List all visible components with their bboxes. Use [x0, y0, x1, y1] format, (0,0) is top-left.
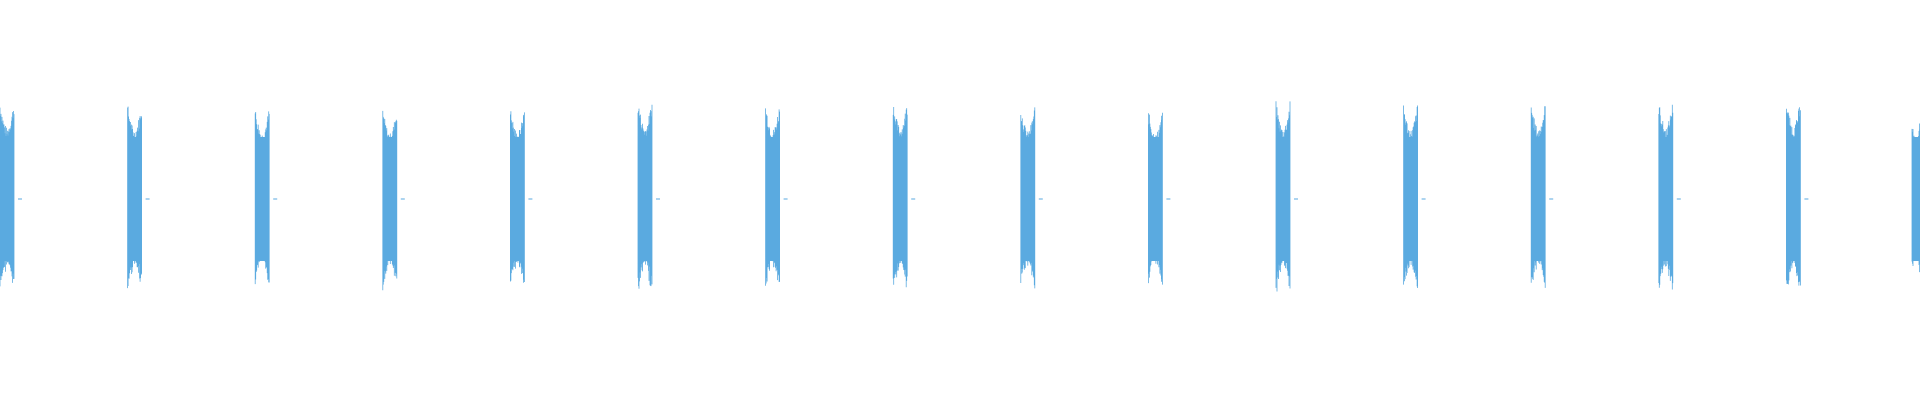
waveform-burst — [0, 107, 22, 287]
waveform-burst — [1786, 107, 1809, 286]
waveform-burst-envelope — [1148, 112, 1163, 285]
waveform-bursts — [0, 101, 1920, 292]
waveform-burst — [254, 111, 278, 285]
waveform-burst-envelope — [1403, 105, 1418, 288]
waveform-burst — [1658, 104, 1681, 290]
waveform-burst-envelope — [382, 110, 398, 291]
waveform-burst — [892, 107, 916, 288]
waveform-burst-envelope — [0, 107, 15, 287]
waveform-burst-envelope — [1911, 123, 1920, 273]
waveform-burst-envelope — [1020, 107, 1036, 289]
waveform-burst-envelope — [510, 111, 525, 283]
waveform-burst — [382, 110, 405, 291]
waveform-burst — [765, 108, 788, 286]
waveform-burst-envelope — [254, 111, 270, 285]
waveform-burst-envelope — [765, 108, 780, 286]
waveform-burst-envelope — [892, 107, 908, 288]
waveform-burst-envelope — [1658, 104, 1674, 290]
waveform-burst — [1403, 105, 1426, 288]
waveform-burst-envelope — [1530, 106, 1546, 288]
waveform-burst — [127, 106, 150, 289]
waveform-burst — [510, 111, 533, 283]
waveform-burst — [1020, 107, 1043, 289]
waveform-burst-envelope — [637, 104, 653, 289]
waveform-burst — [1148, 112, 1171, 285]
waveform-burst-envelope — [127, 106, 142, 289]
waveform-burst-envelope — [1275, 101, 1291, 292]
waveform-burst — [637, 104, 660, 289]
waveform-burst — [1530, 106, 1554, 288]
waveform-burst-envelope — [1786, 107, 1801, 286]
waveform-burst — [1275, 101, 1298, 292]
waveform-burst — [1911, 123, 1920, 273]
